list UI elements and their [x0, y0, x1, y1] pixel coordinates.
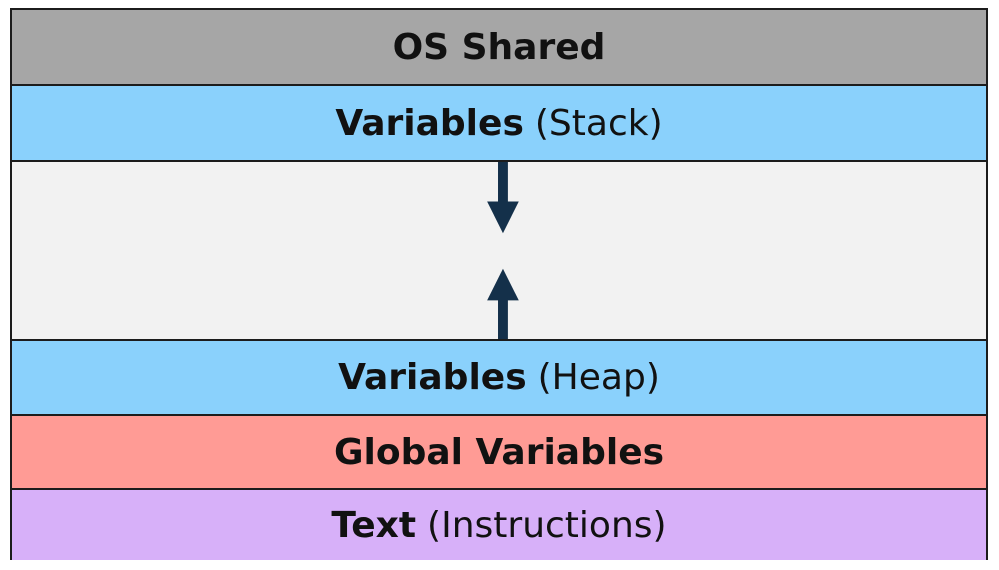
- segment-text-label: Text: [331, 504, 417, 546]
- growth-arrows: [487, 162, 519, 339]
- segment-global-label: Global Variables: [333, 431, 665, 473]
- arrow-down-icon: [487, 162, 519, 234]
- segment-os-shared: OS Shared: [12, 10, 986, 84]
- segment-heap: Variables (Heap): [12, 339, 986, 414]
- segment-text-sublabel: (Instructions): [427, 504, 667, 546]
- segment-heap-sublabel: (Heap): [537, 357, 660, 398]
- arrow-up-icon: [487, 268, 519, 339]
- memory-layout-diagram: OS Shared Variables (Stack) Variables (H…: [10, 8, 988, 560]
- segment-stack-sublabel: (Stack): [534, 102, 663, 144]
- segment-text: Text (Instructions): [12, 488, 986, 560]
- segment-heap-label: Variables: [338, 357, 527, 398]
- segment-stack-label: Variables: [335, 102, 524, 144]
- segment-free-space: [12, 160, 986, 339]
- segment-stack: Variables (Stack): [12, 84, 986, 160]
- segment-os-shared-label: OS Shared: [392, 26, 606, 68]
- segment-global-variables: Global Variables: [12, 414, 986, 488]
